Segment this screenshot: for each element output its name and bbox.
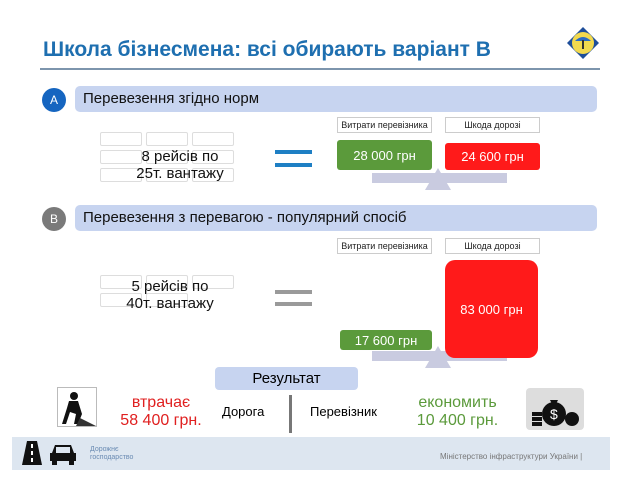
road-damage-value: 83 000 грн: [445, 260, 538, 358]
org-line1: Дорожнє: [90, 446, 119, 453]
truck-icon: [192, 132, 234, 146]
road-damage-value: 24 600 грн: [445, 143, 540, 170]
option-b-heading: Перевезення з перевагою - популярний спо…: [75, 205, 597, 231]
truck-icon: [100, 150, 142, 164]
truck-icon: [100, 132, 142, 146]
scale-beam: [372, 351, 507, 361]
loss-amount: 58 400 грн.: [120, 412, 202, 429]
truck-grid-a: [100, 132, 234, 182]
truck-icon: [100, 168, 142, 182]
equals-icon: [275, 163, 312, 167]
truck-icon: [100, 275, 142, 289]
svg-text:$: $: [550, 406, 558, 422]
loses-label: втрачає: [131, 394, 191, 411]
road-damage-label: Шкода дорозі: [445, 238, 540, 254]
truck-icon: [192, 275, 234, 289]
footer: [12, 437, 610, 470]
truck-icon: [146, 168, 188, 182]
option-b-badge: B: [42, 207, 66, 231]
footer-ministry: Міністерство інфраструктури України |: [440, 452, 583, 461]
save-amount: 10 400 грн.: [416, 412, 499, 429]
truck-icon: [192, 168, 234, 182]
road-worker-icon: [57, 387, 97, 427]
truck-icon: [146, 275, 188, 289]
car-icon: [50, 443, 76, 470]
result-divider: [289, 395, 292, 433]
carrier-label: Перевізник: [310, 404, 377, 419]
truck-icon: [100, 293, 142, 307]
truck-icon: [146, 150, 188, 164]
carrier-cost-value: 28 000 грн: [337, 140, 432, 170]
load: 25т. вантажу: [136, 165, 224, 182]
option-a-heading: Перевезення згідно норм: [75, 86, 597, 112]
load: 40т. вантажу: [126, 295, 214, 312]
equals-icon: [275, 150, 312, 154]
result-heading: Результат: [215, 367, 358, 390]
carrier-cost-value: 17 600 грн: [340, 330, 432, 350]
truck-icon: [146, 293, 188, 307]
equals-icon: [275, 290, 312, 294]
ministry-logo: [566, 26, 600, 60]
option-a-badge: A: [42, 88, 66, 112]
org-line2: господарство: [90, 454, 134, 461]
saves-label: економить: [418, 394, 497, 411]
trips: 5 рейсів по: [131, 278, 209, 295]
money-icon: $: [526, 388, 584, 430]
carrier-cost-label: Витрати перевізника: [337, 238, 432, 254]
page-title: Школа бізнесмена: всі обирають варіант В: [43, 38, 491, 61]
equals-icon: [275, 302, 312, 306]
road-icon: [22, 441, 42, 470]
carrier-cost-label: Витрати перевізника: [337, 117, 432, 133]
road-label: Дорога: [222, 404, 265, 419]
truck-icon: [146, 132, 188, 146]
truck-icon: [192, 150, 234, 164]
title-divider: [40, 68, 600, 70]
road-damage-label: Шкода дорозі: [445, 117, 540, 133]
trips: 8 рейсів по: [141, 148, 219, 165]
truck-grid-b: [100, 275, 234, 307]
scale-beam: [372, 173, 507, 183]
